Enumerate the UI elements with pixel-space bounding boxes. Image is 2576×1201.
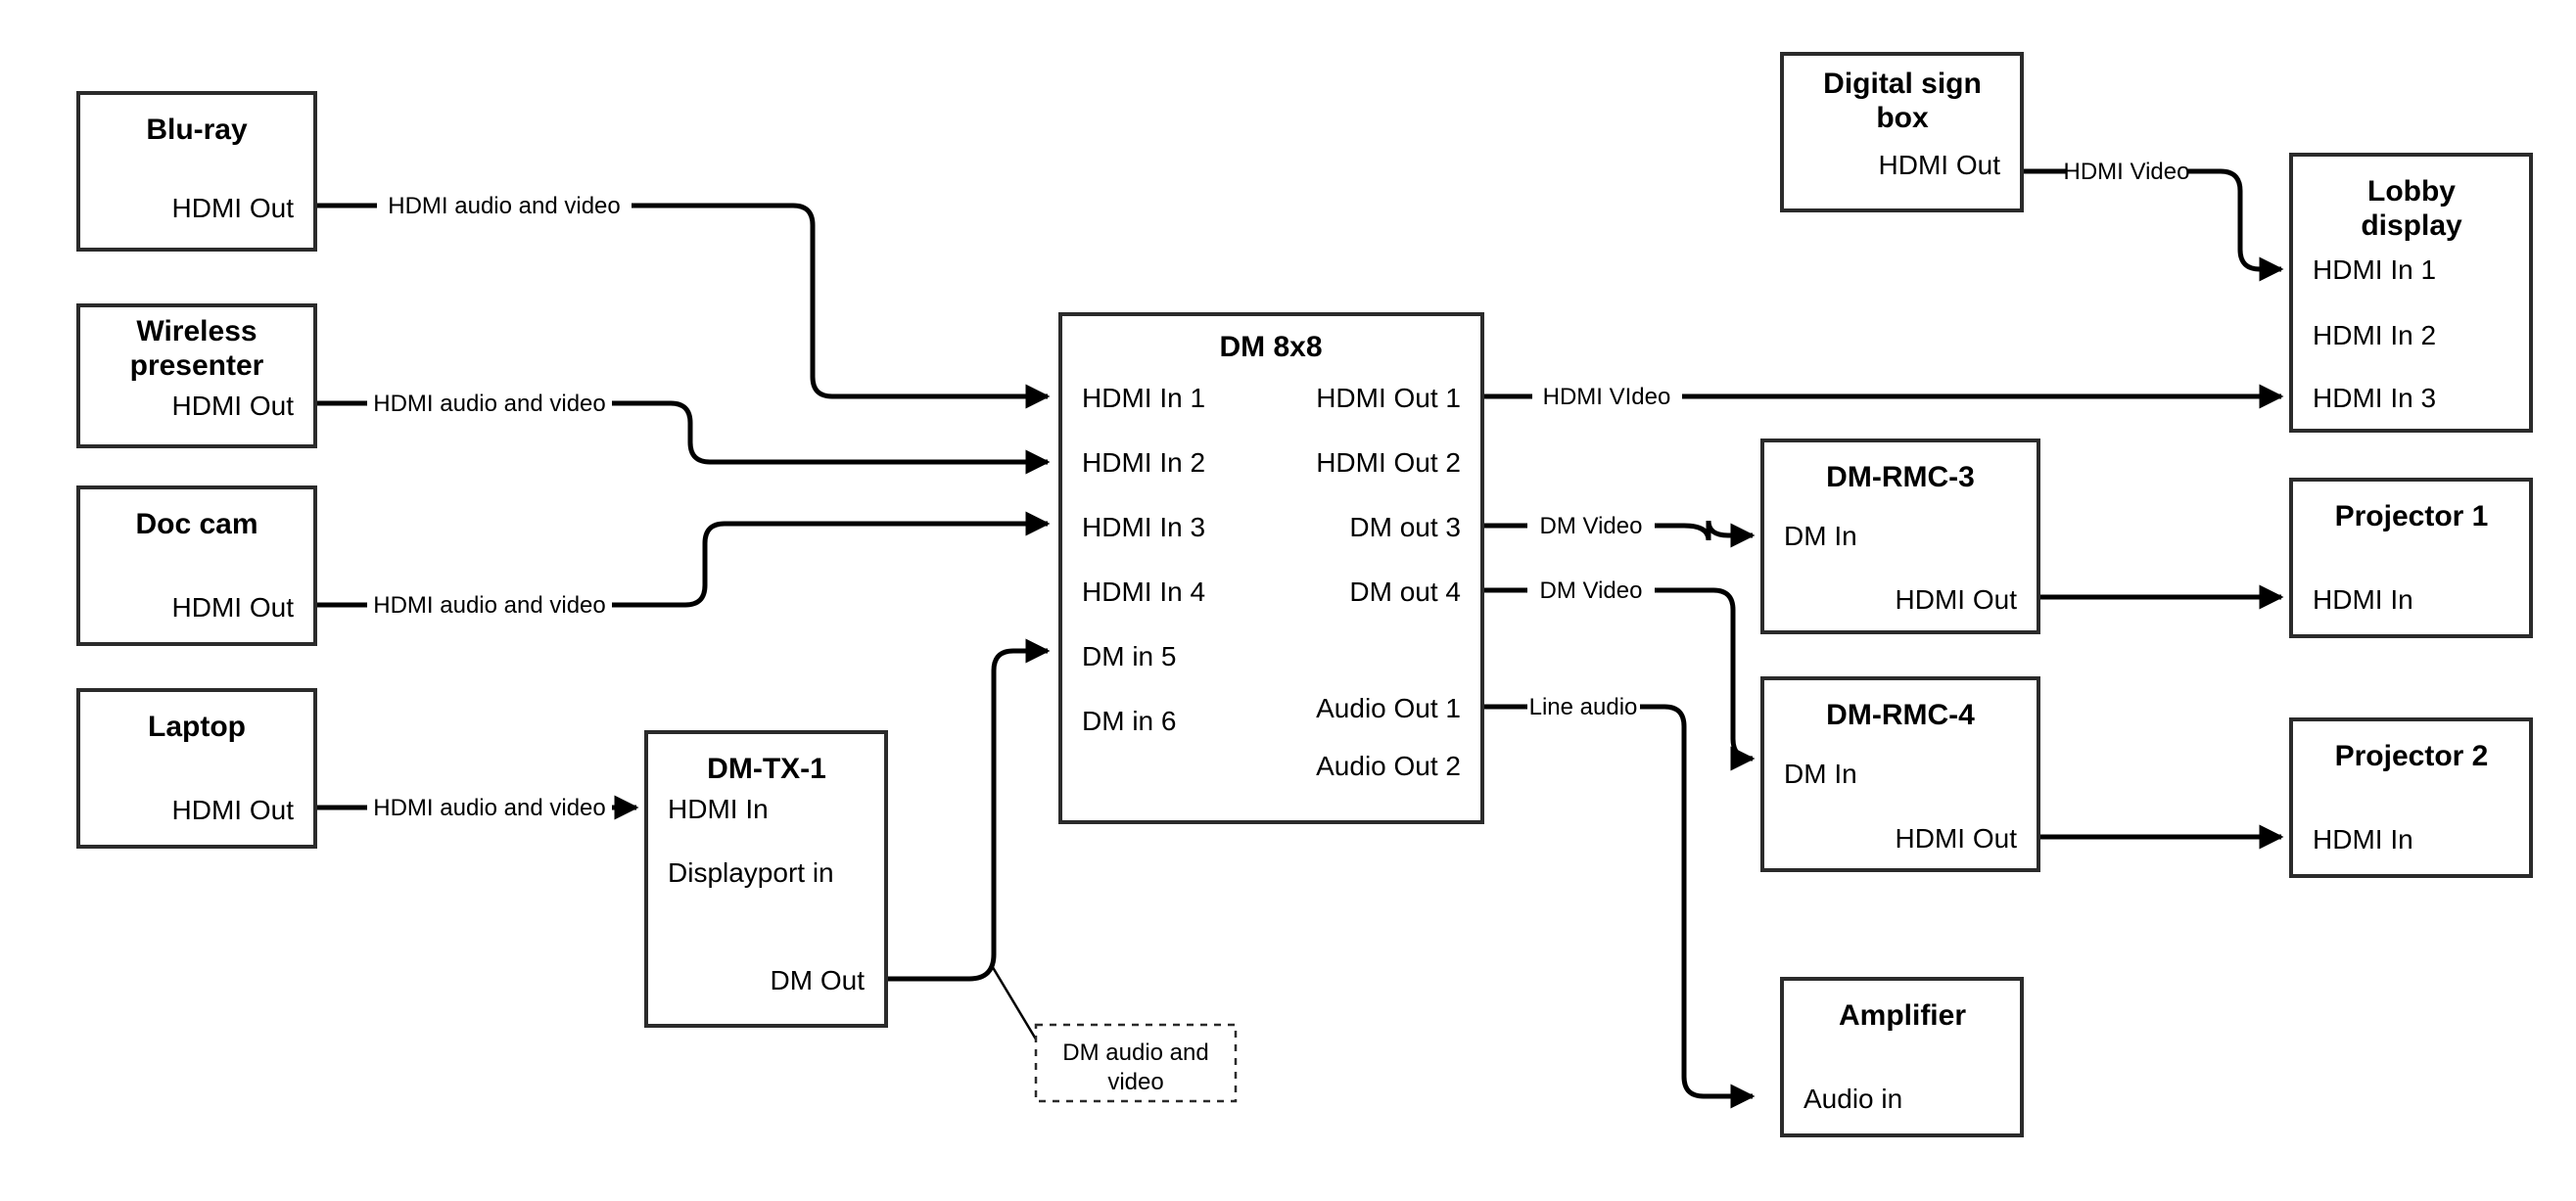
node-laptop-title: Laptop: [148, 711, 246, 743]
node-digital-sign-box-port-hdmi-out: HDMI Out: [1879, 150, 2001, 180]
node-bluray-title: Blu-ray: [146, 114, 248, 146]
link-label-dm8x8-audioout1-amp: Line audio: [1529, 694, 1638, 720]
link-label-dm8x8-dmout4-rmc4: DM Video: [1540, 577, 1643, 604]
callout-dm-audio-and-video-line1: DM audio and: [1062, 1039, 1208, 1066]
node-dm-tx-1-port-displayport-in: Displayport in: [668, 857, 834, 888]
node-lobby-display-port-2: HDMI In 2: [2313, 320, 2436, 350]
node-amplifier-port-audio-in: Audio in: [1803, 1084, 1902, 1114]
wire-dm8x8-dmout3-to-rmc3-run: [1655, 520, 1756, 548]
callout-leader-line: [989, 963, 1040, 1043]
node-dm-8x8-output-2: HDMI Out 2: [1316, 447, 1461, 478]
node-dm-8x8-box[interactable]: [1058, 312, 1484, 824]
callout-dm-audio-and-video: DM audio and video: [1034, 1023, 1238, 1103]
link-label-dm8x8-dmout3-rmc3: DM Video: [1540, 513, 1643, 539]
node-dm-8x8-input-5: DM in 5: [1082, 641, 1176, 671]
node-wireless-presenter-port-hdmi-out: HDMI Out: [172, 391, 295, 421]
node-dm-8x8-input-2: HDMI In 2: [1082, 447, 1205, 478]
node-doc-cam-port-hdmi-out: HDMI Out: [172, 592, 295, 623]
node-lobby-display[interactable]: Lobby display HDMI In 1 HDMI In 2 HDMI I…: [2289, 153, 2533, 433]
node-laptop-box[interactable]: [76, 688, 317, 849]
node-dm-tx-1-port-dm-out: DM Out: [771, 965, 866, 995]
wire-wireless-to-dm8x8-run: [612, 400, 1051, 475]
node-wireless-presenter[interactable]: Wireless presenter HDMI Out: [76, 303, 317, 448]
node-lobby-display-box[interactable]: [2289, 153, 2533, 433]
node-lobby-display-port-1: HDMI In 1: [2313, 254, 2436, 285]
node-dm-rmc-4-box[interactable]: [1760, 676, 2040, 872]
link-label-doccam-to-dm8x8: HDMI audio and video: [373, 592, 605, 619]
node-projector-1-port-hdmi-in: HDMI In: [2313, 584, 2413, 615]
node-projector-2-title: Projector 2: [2335, 740, 2489, 772]
node-dm-rmc-4-port-dm-in: DM In: [1784, 759, 1857, 789]
wire-doccam-to-dm8x8-run: [612, 511, 1051, 608]
node-digital-sign-box-title-line2: box: [1876, 102, 1929, 134]
wire-dm8x8-dmout4-to-rmc4-run: [1655, 587, 1756, 771]
node-dm-8x8-output-6: Audio Out 2: [1316, 751, 1461, 781]
node-digital-sign-box-rect[interactable]: [1780, 52, 2024, 212]
callout-dm-audio-and-video-box: [1034, 1023, 1238, 1103]
node-dm-tx-1[interactable]: DM-TX-1 HDMI In Displayport in DM Out: [644, 730, 888, 1028]
node-wireless-presenter-title-line2: presenter: [130, 349, 264, 382]
node-amplifier-box[interactable]: [1780, 977, 2024, 1137]
node-dm-tx-1-port-hdmi-in: HDMI In: [668, 794, 769, 824]
node-laptop[interactable]: Laptop HDMI Out: [76, 688, 317, 849]
node-dm-8x8-output-4: DM out 4: [1349, 577, 1461, 607]
node-dm-rmc-3-port-dm-in: DM In: [1784, 521, 1857, 551]
link-label-bluray-to-dm8x8: HDMI audio and video: [388, 193, 620, 219]
node-dm-8x8[interactable]: DM 8x8 HDMI In 1 HDMI In 2 HDMI In 3 HDM…: [1058, 312, 1484, 824]
node-doc-cam-box[interactable]: [76, 485, 317, 646]
wire-sign-to-lobby-run: [2188, 168, 2284, 282]
node-dm-8x8-title: DM 8x8: [1219, 331, 1322, 363]
node-projector-2-port-hdmi-in: HDMI In: [2313, 824, 2413, 855]
node-projector-2[interactable]: Projector 2 HDMI In: [2289, 717, 2533, 878]
wire-bluray-to-dm8x8-run: [632, 203, 1051, 409]
node-projector-1[interactable]: Projector 1 HDMI In: [2289, 478, 2533, 638]
node-wireless-presenter-box[interactable]: [76, 303, 317, 448]
node-dm-rmc-4[interactable]: DM-RMC-4 DM In HDMI Out: [1760, 676, 2040, 872]
node-dm-8x8-input-1: HDMI In 1: [1082, 383, 1205, 413]
link-label-wireless-to-dm8x8: HDMI audio and video: [373, 391, 605, 417]
node-dm-8x8-output-5: Audio Out 1: [1316, 693, 1461, 723]
node-bluray-box[interactable]: [76, 91, 317, 252]
node-dm-8x8-input-4: HDMI In 4: [1082, 577, 1205, 607]
link-label-laptop-to-dmtx1: HDMI audio and video: [373, 795, 605, 821]
node-dm-8x8-output-1: HDMI Out 1: [1316, 383, 1461, 413]
wire-dm8x8-audioout1-to-amp-run: [1640, 704, 1756, 1109]
node-dm-rmc-4-title: DM-RMC-4: [1826, 699, 1975, 731]
link-label-dm8x8-hdmiout1-lobby: HDMI VIdeo: [1543, 384, 1671, 410]
node-lobby-display-title-line2: display: [2361, 209, 2462, 242]
node-projector-2-box[interactable]: [2289, 717, 2533, 878]
node-dm-8x8-input-3: HDMI In 3: [1082, 512, 1205, 542]
node-dm-rmc-4-port-hdmi-out: HDMI Out: [1896, 823, 2018, 854]
wire-dmtx1-to-dm8x8: [886, 638, 1051, 982]
node-dm-rmc-3-title: DM-RMC-3: [1826, 461, 1975, 493]
node-lobby-display-port-3: HDMI In 3: [2313, 383, 2436, 413]
node-dm-rmc-3[interactable]: DM-RMC-3 DM In HDMI Out: [1760, 439, 2040, 634]
node-dm-8x8-input-6: DM in 6: [1082, 706, 1176, 736]
node-projector-1-box[interactable]: [2289, 478, 2533, 638]
node-digital-sign-box-title-line1: Digital sign: [1823, 68, 1982, 100]
node-lobby-display-title-line1: Lobby: [2367, 175, 2456, 208]
node-doc-cam[interactable]: Doc cam HDMI Out: [76, 485, 317, 646]
node-doc-cam-title: Doc cam: [135, 508, 258, 540]
node-bluray[interactable]: Blu-ray HDMI Out: [76, 91, 317, 252]
link-label-sign-to-lobby: HDMI Video: [2064, 159, 2190, 185]
node-digital-sign-box[interactable]: Digital sign box HDMI Out: [1780, 52, 2024, 212]
callout-dm-audio-and-video-line2: video: [1107, 1069, 1163, 1095]
node-amplifier[interactable]: Amplifier Audio in: [1780, 977, 2024, 1137]
node-amplifier-title: Amplifier: [1839, 999, 1966, 1032]
node-projector-1-title: Projector 1: [2335, 500, 2489, 532]
node-dm-rmc-3-port-hdmi-out: HDMI Out: [1896, 584, 2018, 615]
node-dm-rmc-3-box[interactable]: [1760, 439, 2040, 634]
node-wireless-presenter-title-line1: Wireless: [136, 315, 257, 347]
node-dm-tx-1-box[interactable]: [644, 730, 888, 1028]
node-dm-8x8-output-3: DM out 3: [1349, 512, 1461, 542]
node-laptop-port-hdmi-out: HDMI Out: [172, 795, 295, 825]
node-dm-tx-1-title: DM-TX-1: [707, 753, 826, 785]
node-bluray-port-hdmi-out: HDMI Out: [172, 193, 295, 223]
